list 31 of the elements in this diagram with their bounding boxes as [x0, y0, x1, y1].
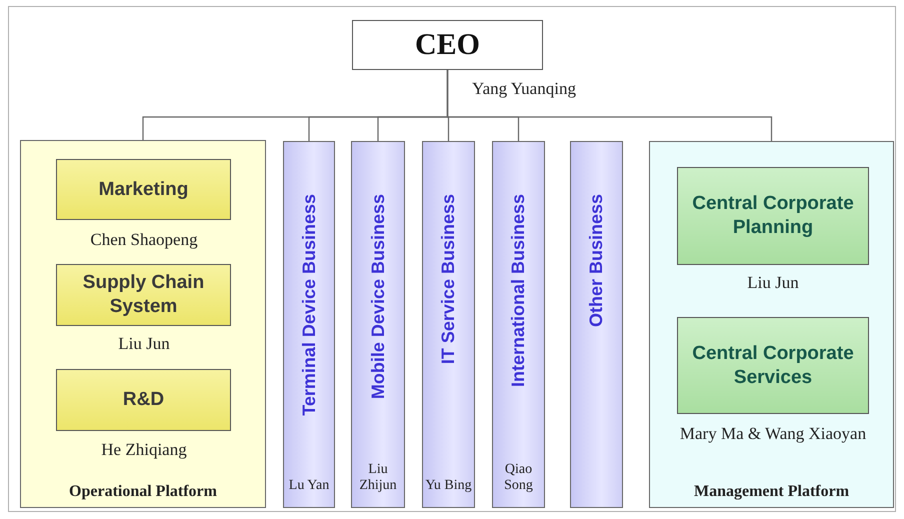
connector-line: [446, 70, 772, 141]
person-name: Liu Jun: [118, 334, 170, 354]
title-box: CEO: [352, 20, 543, 70]
unit-box: Central Corporate Services: [677, 317, 869, 414]
business-label: Terminal Device Business: [298, 194, 320, 416]
person-name: Chen Shaopeng: [90, 230, 198, 250]
business-label: IT Service Business: [438, 194, 459, 364]
person-name: Liu Zhijun: [358, 462, 398, 493]
person-name: Yang Yuanqing: [472, 79, 576, 99]
business-bar: [283, 141, 335, 508]
platform-title: Operational Platform: [68, 483, 218, 501]
business-bar: [351, 141, 405, 508]
business-bar: [570, 141, 623, 508]
platform-panel: [649, 141, 894, 508]
platform-title: Management Platform: [692, 483, 850, 501]
person-name: Yu Bing: [425, 478, 472, 493]
business-label: Other Business: [586, 194, 607, 328]
person-name: Mary Ma & Wang Xiaoyan: [680, 424, 866, 444]
person-name: Liu Jun: [747, 273, 799, 293]
unit-box: Central Corporate Planning: [677, 167, 869, 265]
unit-box: Marketing: [56, 159, 231, 220]
business-bar: [492, 141, 545, 508]
business-label: Mobile Device Business: [368, 194, 388, 400]
unit-box: Supply Chain System: [56, 264, 231, 326]
business-bar: [422, 141, 475, 508]
person-name: Qiao Song: [503, 462, 534, 493]
person-name: Lu Yan: [288, 478, 330, 493]
business-label: International Business: [508, 194, 529, 388]
platform-panel: [20, 140, 266, 508]
person-name: He Zhiqiang: [101, 440, 187, 460]
unit-box: R&D: [56, 369, 231, 431]
